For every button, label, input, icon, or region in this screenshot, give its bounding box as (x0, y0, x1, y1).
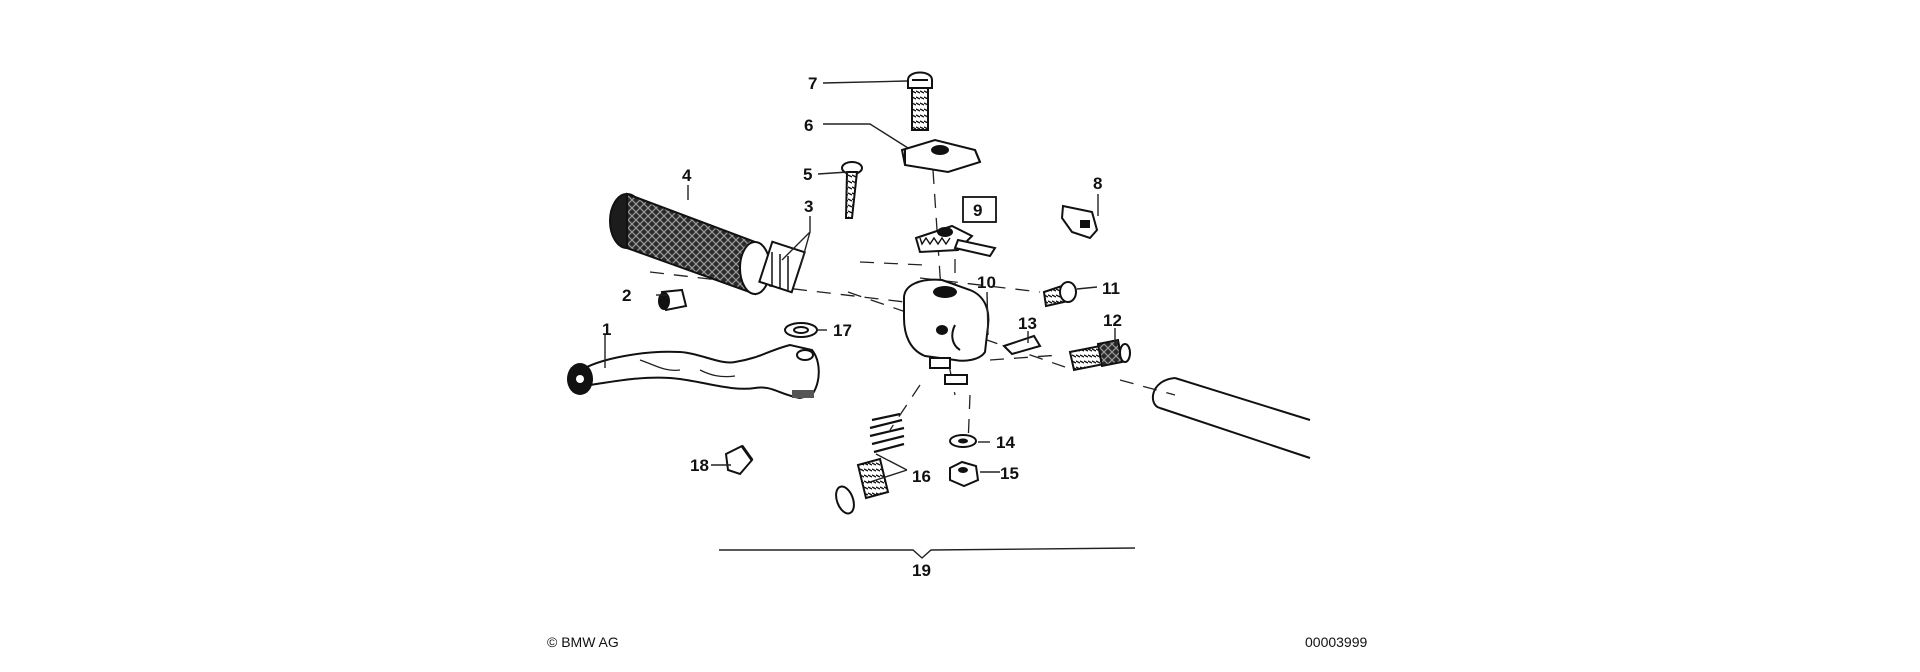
callout-6: 6 (804, 116, 813, 135)
callout-10: 10 (977, 273, 996, 292)
callout-14: 14 (996, 433, 1015, 452)
callout-15: 15 (1000, 464, 1019, 483)
cable-adjuster-part (1068, 338, 1131, 372)
callout-4: 4 (682, 166, 692, 185)
callout-3: 3 (804, 197, 813, 216)
clamp-part (900, 138, 982, 174)
callout-18: 18 (690, 456, 709, 475)
callout-box-9 (962, 196, 997, 223)
callout-12: 12 (1103, 311, 1122, 330)
washer-part (784, 322, 818, 338)
leader-lines (604, 80, 1116, 484)
grip-part (609, 192, 806, 296)
callout-16: 16 (912, 467, 931, 486)
adjuster-part (914, 224, 997, 258)
lock-washer-part (949, 434, 977, 448)
spring-bolt-part (835, 412, 905, 515)
callout-5: 5 (803, 165, 812, 184)
callout-7: 7 (808, 74, 817, 93)
image-number: 00003999 (1305, 634, 1368, 650)
callout-17: 17 (833, 321, 852, 340)
screw-part (841, 161, 863, 219)
handlebar-tube (1151, 377, 1311, 459)
callout-8: 8 (1093, 174, 1102, 193)
callout-11: 11 (1102, 279, 1120, 298)
callout-9: 9 (973, 201, 982, 220)
bolt-part (907, 71, 933, 131)
callout-13: 13 (1018, 314, 1037, 333)
bushing-part (658, 288, 688, 312)
lever-part (567, 343, 820, 400)
callout-1: 1 (602, 320, 611, 339)
assembly-bracket (719, 547, 1136, 559)
clip-part (1060, 204, 1099, 240)
cap-part (724, 444, 754, 476)
copyright-text: © BMW AG (547, 634, 619, 650)
callout-labels: 1 2 3 4 5 6 7 8 9 10 11 12 13 14 15 16 1… (602, 74, 1122, 580)
nipple-part (1042, 281, 1077, 308)
callout-19: 19 (912, 561, 931, 580)
callout-2: 2 (622, 286, 631, 305)
nut-part (949, 460, 980, 488)
plate-part (1002, 334, 1042, 356)
housing-part (903, 278, 990, 385)
